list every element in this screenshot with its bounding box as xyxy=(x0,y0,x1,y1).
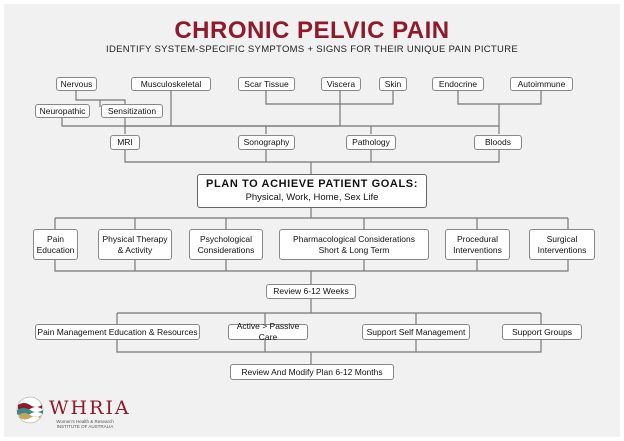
node-physical-therapy: Physical Therapy & Activity xyxy=(98,229,172,260)
node-scar-tissue: Scar Tissue xyxy=(238,77,295,91)
node-skin: Skin xyxy=(379,77,407,91)
node-neuropathic: Neuropathic xyxy=(35,104,90,118)
node-sensitization: Sensitization xyxy=(101,104,163,118)
node-final-review: Review And Modify Plan 6-12 Months xyxy=(230,364,394,380)
plan-goals: Physical, Work, Home, Sex Life xyxy=(245,192,379,203)
node-pathology: Pathology xyxy=(346,135,396,150)
node-musculoskeletal: Musculoskeletal xyxy=(131,77,211,91)
node-bloods: Bloods xyxy=(474,135,522,150)
node-review: Review 6-12 Weeks xyxy=(266,284,356,299)
plan-title: PLAN TO ACHIEVE PATIENT GOALS: xyxy=(206,178,418,190)
node-autoimmune: Autoimmune xyxy=(510,77,573,91)
node-endocrine: Endocrine xyxy=(432,77,484,91)
node-pharmacological: Pharmacological Considerations Short & L… xyxy=(279,229,429,260)
node-viscera: Viscera xyxy=(321,77,361,91)
node-procedural: Procedural Interventions xyxy=(445,229,510,260)
diagram-subtitle: IDENTIFY SYSTEM-SPECIFIC SYMPTOMS + SIGN… xyxy=(106,44,518,55)
node-self-management: Support Self Management xyxy=(362,324,470,340)
node-support-groups: Support Groups xyxy=(502,324,582,340)
logo-name: WHRIA xyxy=(49,397,131,419)
node-psychological: Psychological Considerations xyxy=(189,229,263,260)
logo-tagline: Women's Health & Research INSTITUTE OF A… xyxy=(56,419,114,430)
whria-logo-icon xyxy=(16,396,44,424)
node-mri: MRI xyxy=(110,135,140,150)
node-pain-management: Pain Management Education & Resources xyxy=(35,324,200,340)
node-pain-education: Pain Education xyxy=(33,229,78,260)
node-surgical: Surgical Interventions xyxy=(529,229,595,260)
node-plan: PLAN TO ACHIEVE PATIENT GOALS: Physical,… xyxy=(197,174,427,208)
node-sonography: Sonography xyxy=(238,135,295,150)
diagram-title: CHRONIC PELVIC PAIN xyxy=(174,17,450,44)
node-active-passive: Active > Passive Care xyxy=(228,321,308,342)
node-nervous: Nervous xyxy=(56,77,97,91)
